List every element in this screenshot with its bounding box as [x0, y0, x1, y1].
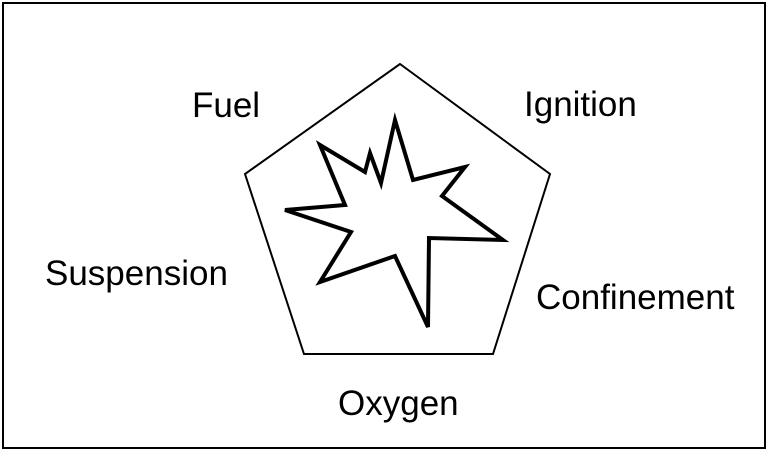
label-fuel: Fuel [192, 86, 261, 125]
diagram-frame [2, 2, 766, 449]
label-suspension: Suspension [45, 254, 228, 293]
explosion-icon [284, 112, 510, 328]
label-ignition: Ignition [524, 85, 637, 124]
label-confinement: Confinement [536, 278, 735, 317]
label-oxygen: Oxygen [338, 384, 459, 423]
pentagon-shape [243, 62, 552, 355]
